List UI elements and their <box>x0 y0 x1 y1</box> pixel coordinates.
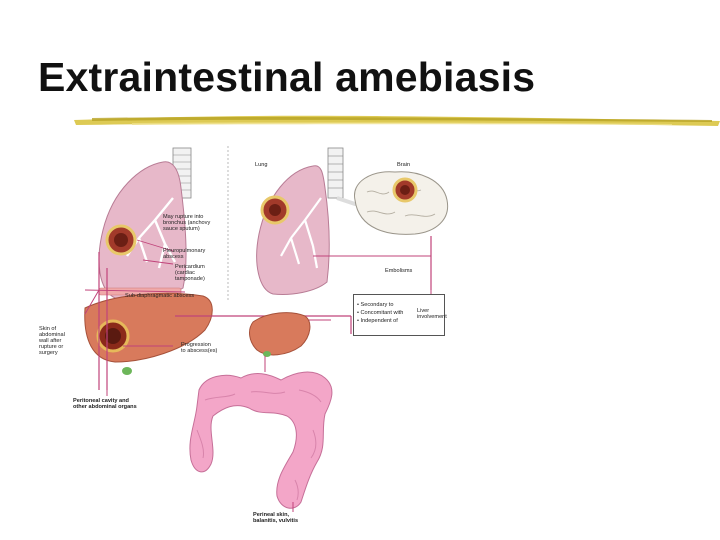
slide-title: Extraintestinal amebiasis <box>38 54 536 100</box>
right-lung <box>256 165 330 295</box>
label-skin-3: wall after <box>39 338 62 344</box>
label-skin-4: rupture or <box>39 344 64 350</box>
brain <box>354 171 449 235</box>
label-secondary: • Secondary to <box>357 302 394 308</box>
label-brain: Brain <box>397 162 411 168</box>
label-bronchus-2: bronchus (anchovy <box>163 220 211 226</box>
trachea-right <box>327 147 344 199</box>
liver-involvement-box <box>353 294 445 336</box>
label-pleuro-1: Pleuropulmonary <box>163 248 206 254</box>
label-bronchus-3: sauce sputum) <box>163 226 200 232</box>
label-peritoneal-2: other abdominal organs <box>73 404 137 410</box>
label-progression-1: Progression <box>181 342 211 348</box>
label-pericardium-1: Pericardium <box>175 264 205 270</box>
diagram-illustration <box>84 146 449 512</box>
colon <box>189 371 333 509</box>
label-liver-2: involvement <box>417 314 447 320</box>
liver-right <box>249 312 311 356</box>
label-liver-1: Liver <box>417 308 430 314</box>
label-embolisms: Embolisms <box>385 268 413 274</box>
label-bronchus-1: May rupture into <box>163 214 204 220</box>
label-pleuro-2: abscess <box>163 254 184 260</box>
label-skin-5: surgery <box>39 350 58 356</box>
label-pericardium-3: tamponade) <box>175 276 205 282</box>
label-concomitant: • Concomitant with <box>357 310 404 316</box>
label-pericardium-2: (cardiac <box>175 270 195 276</box>
label-skin-2: abdominal <box>39 332 65 338</box>
label-perineal-1: Perineal skin, <box>253 512 290 518</box>
label-peritoneal-1: Peritoneal cavity and <box>73 398 129 404</box>
label-lung: Lung <box>255 162 268 168</box>
label-skin-1: Skin of <box>39 326 57 332</box>
label-perineal-2: balanitis, vulvitis <box>253 518 299 524</box>
label-subdiaphragmatic: Sub-diaphragmatic abscess <box>125 293 195 299</box>
label-progression-2: to abscess(es) <box>181 348 218 354</box>
label-independent: • Independent of <box>357 318 398 324</box>
title-underline-brushstroke <box>74 115 720 126</box>
amebiasis-diagram: Lung Brain May rupture into bronchus (an… <box>39 140 455 532</box>
